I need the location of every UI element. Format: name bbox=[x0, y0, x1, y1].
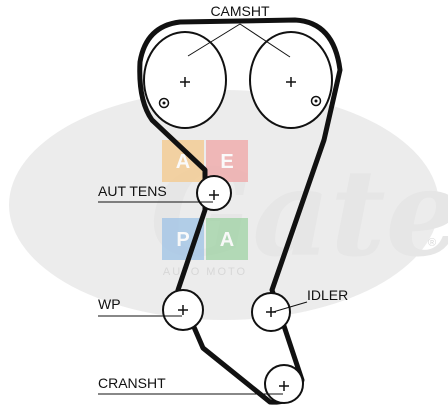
water-pump-pulley bbox=[162, 289, 204, 331]
watermark-caption: AUTO MOTO bbox=[163, 266, 247, 278]
watermark-tile-letter: A bbox=[220, 229, 234, 251]
watermark-tile-letter: P bbox=[176, 229, 189, 251]
timing-mark-icon bbox=[310, 95, 322, 107]
label-idler: IDLER bbox=[307, 287, 348, 303]
watermark-tile-letter: E bbox=[220, 151, 233, 173]
label-water-pump: WP bbox=[98, 296, 121, 312]
watermark-tiles: A E P A bbox=[162, 140, 248, 260]
timing-belt bbox=[137, 17, 343, 405]
idler-pulley bbox=[251, 292, 291, 332]
watermark: Gates ® A E P A AUTO MOTO bbox=[9, 90, 448, 320]
watermark-tile-letter: A bbox=[176, 151, 190, 173]
watermark-registered: ® bbox=[428, 237, 438, 249]
label-camshaft: CAMSHT bbox=[210, 3, 270, 19]
leader-lines bbox=[98, 23, 308, 395]
leader-line-camshaft-left bbox=[187, 23, 241, 57]
timing-mark-icon bbox=[158, 97, 170, 109]
leader-line-camshaft-right bbox=[239, 23, 291, 58]
label-tensioner: AUT TENS bbox=[98, 183, 167, 199]
camshaft-pulley-right bbox=[249, 31, 333, 129]
leader-line-idler bbox=[272, 301, 308, 313]
watermark-tile bbox=[206, 140, 248, 182]
watermark-tile bbox=[206, 218, 248, 260]
crankshaft-pulley bbox=[264, 364, 304, 404]
tensioner-pulley bbox=[196, 175, 232, 211]
label-crankshaft: CRANSHT bbox=[98, 375, 166, 391]
camshaft-pulley-left bbox=[143, 31, 227, 129]
